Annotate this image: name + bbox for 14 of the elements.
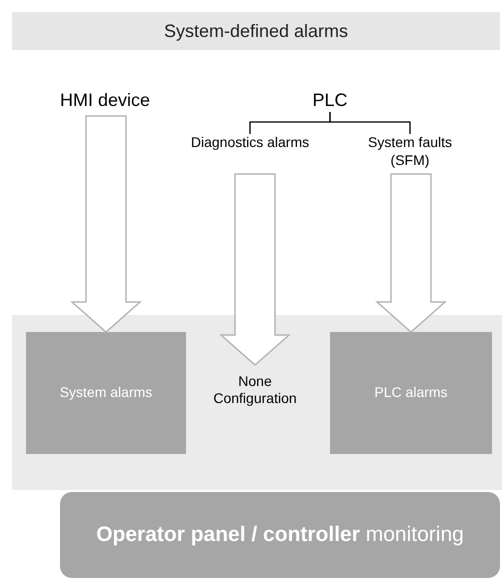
note-text: None Configuration [197,365,313,415]
block-arrow [375,173,447,333]
source-label: HMI device [45,88,165,112]
bracket-line [329,112,411,134]
panel-background [12,315,502,490]
block-arrow [219,173,291,366]
block-arrow [70,115,142,333]
alarm-box: PLC alarms [330,332,492,454]
source-label: Diagnostics alarms [180,134,320,170]
source-label: PLC [300,88,360,112]
source-label: System faults (SFM) [360,134,460,170]
alarm-box: System alarms [26,332,186,454]
header-band: System-defined alarms [12,12,500,50]
operator-panel-box: Operator panel / controller monitoring [60,492,500,578]
